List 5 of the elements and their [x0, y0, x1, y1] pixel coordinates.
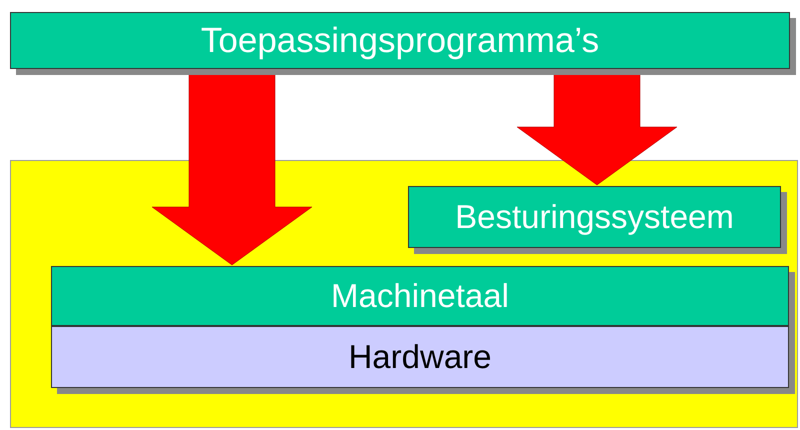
layer-label: Toepassingsprogramma’s	[200, 20, 600, 60]
background-panel	[10, 160, 798, 428]
layer-label: Hardware	[348, 338, 492, 376]
layer-label: Besturingssysteem	[455, 198, 734, 236]
layer-label: Machinetaal	[331, 277, 509, 315]
